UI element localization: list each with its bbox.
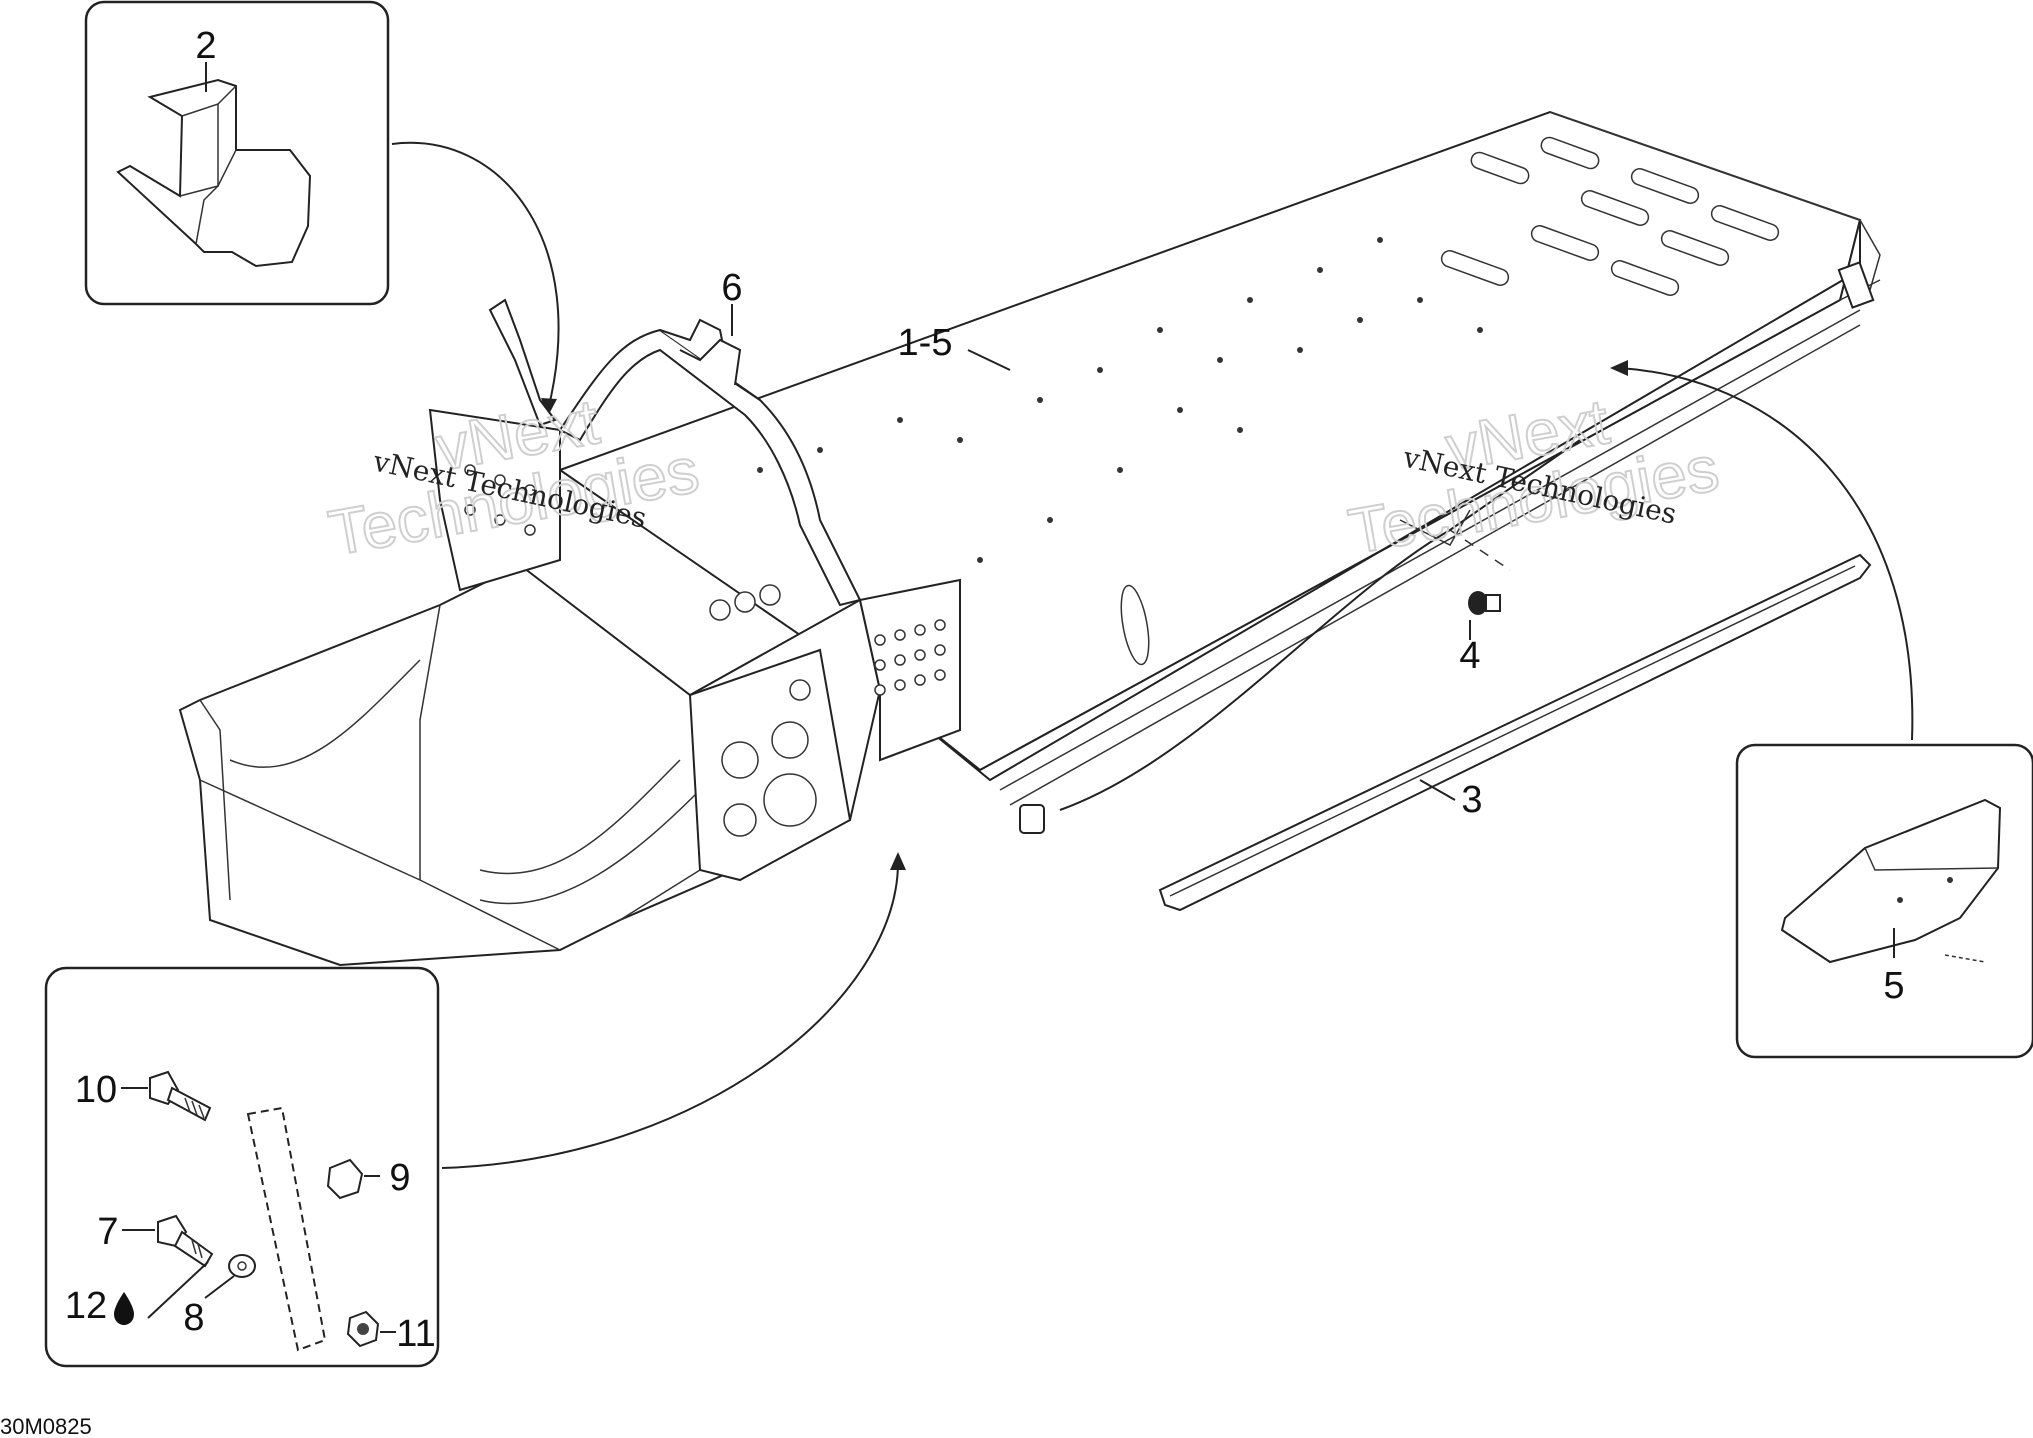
leader-curve-5 bbox=[1619, 367, 1914, 741]
oil-drop-icon bbox=[114, 1292, 134, 1325]
arrow-head-hardware bbox=[890, 852, 906, 870]
callout-8: 8 bbox=[183, 1297, 204, 1339]
callout-7: 7 bbox=[97, 1211, 118, 1253]
callout-2: 2 bbox=[195, 25, 216, 67]
inset-box-part-5: 5 bbox=[1735, 743, 2033, 1059]
left-plate-holes bbox=[464, 464, 536, 536]
cable-line bbox=[1059, 439, 1581, 811]
callout-12: 12 bbox=[65, 1285, 107, 1327]
main-callouts: 6 1-5 4 3 bbox=[721, 267, 1482, 821]
callout-9: 9 bbox=[389, 1157, 410, 1199]
side-plate-holes bbox=[874, 619, 946, 696]
bolt-7 bbox=[157, 1214, 214, 1268]
washer-8 bbox=[228, 1254, 256, 1278]
bolt-10 bbox=[149, 1070, 212, 1122]
inset-box-hardware: 10 9 7 12 8 1 bbox=[44, 966, 440, 1368]
leader-curve-hardware bbox=[441, 859, 900, 1169]
main-frame bbox=[178, 110, 1881, 967]
tunnel-slots bbox=[1440, 136, 1780, 296]
callout-11: 11 bbox=[396, 1313, 435, 1355]
callout-6: 6 bbox=[721, 267, 742, 309]
callout-10: 10 bbox=[75, 1069, 117, 1111]
callout-3: 3 bbox=[1461, 779, 1482, 821]
drawing-code: 30M0825 bbox=[0, 1414, 92, 1438]
inset-box-part-2: 2 bbox=[84, 0, 390, 306]
leader-curve-2 bbox=[391, 141, 560, 411]
callout-1-5: 1-5 bbox=[898, 322, 953, 364]
arrow-head-5 bbox=[1610, 360, 1628, 376]
nut-11 bbox=[346, 1310, 380, 1348]
arrow-head-2 bbox=[541, 398, 557, 416]
gusset-holes bbox=[721, 679, 817, 837]
callout-5: 5 bbox=[1883, 965, 1904, 1007]
callout-4: 4 bbox=[1459, 635, 1480, 677]
rivet-dots bbox=[757, 237, 1483, 563]
slide-rail-part-3 bbox=[1158, 553, 1872, 912]
cap-nut-9 bbox=[326, 1158, 364, 1200]
part-4-knob bbox=[1468, 591, 1501, 615]
